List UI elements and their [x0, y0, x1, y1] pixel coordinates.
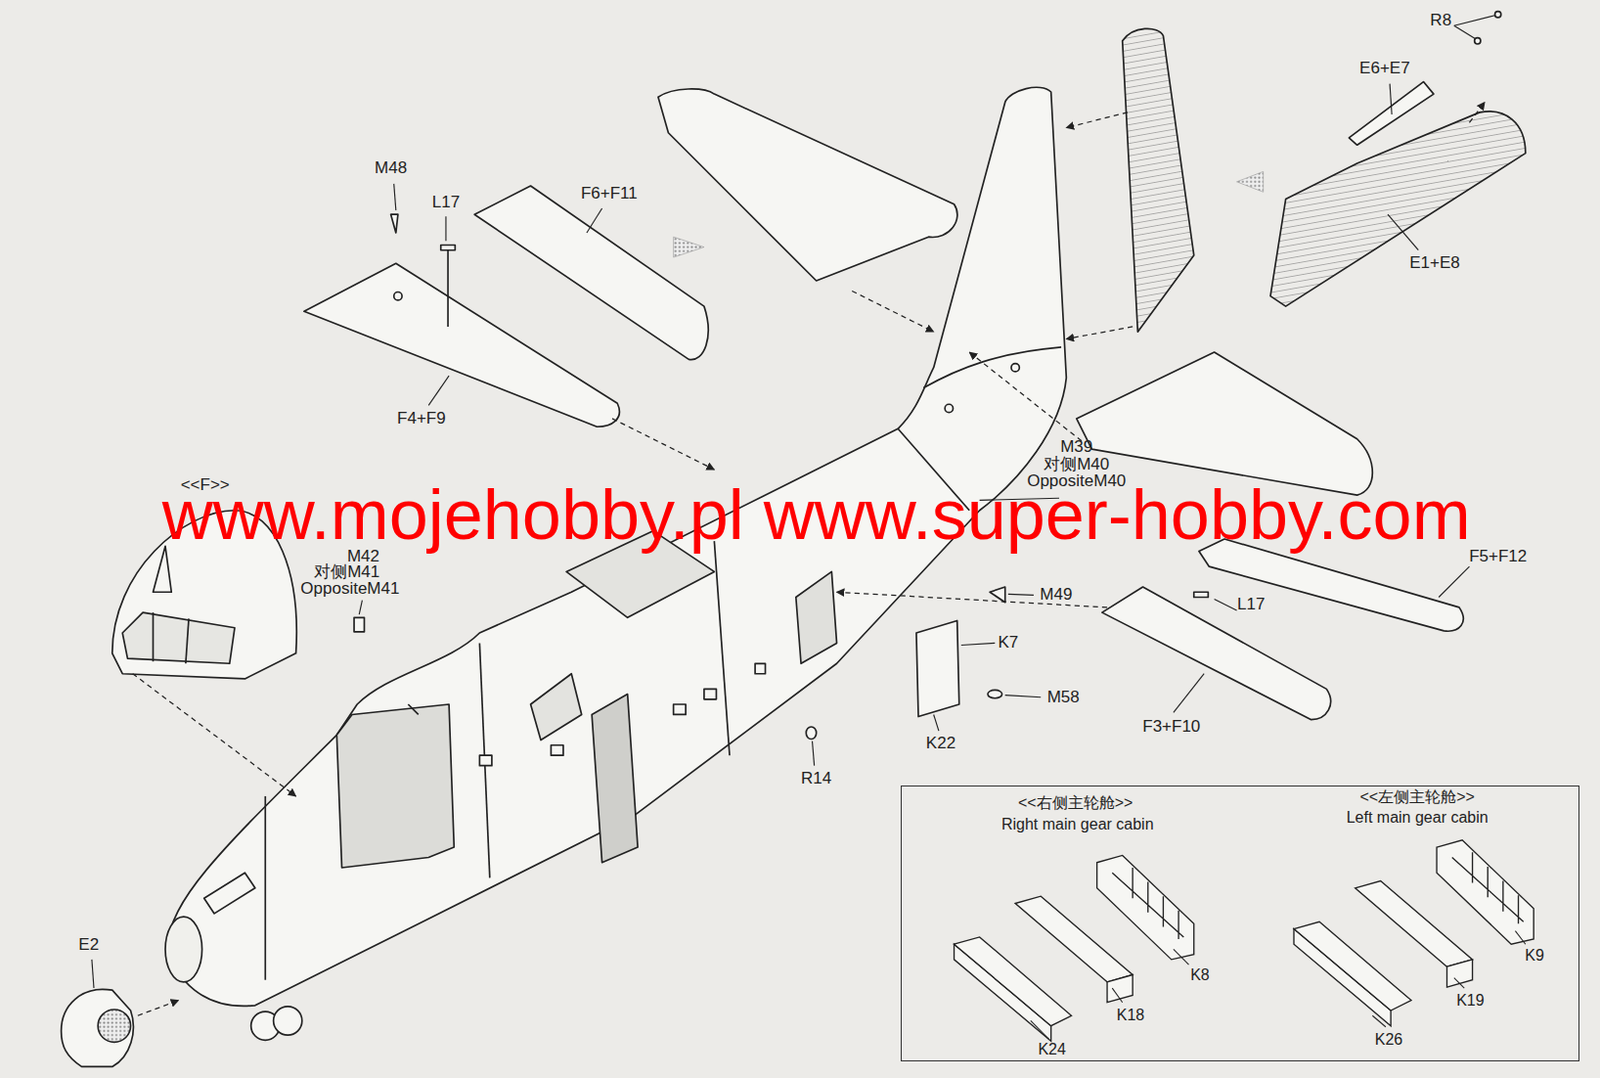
watermark: www.mojehobby.pl www.super-hobby.com	[162, 476, 1471, 554]
part-number: K22	[926, 733, 956, 753]
section-heading: <<左侧主轮舱>>	[1359, 788, 1474, 806]
part-number: E1+E8	[1409, 254, 1461, 273]
part-number: F5+F12	[1468, 546, 1527, 566]
part-number: L17	[1237, 594, 1265, 614]
inset-panel: <<右侧主轮舱>> Right main gear cabin <<左侧主轮舱>> L…	[900, 785, 1580, 1062]
section-heading: Right main gear cabin	[1001, 815, 1155, 834]
part-number: M58	[1047, 687, 1080, 707]
section-heading: Left main gear cabin	[1346, 808, 1489, 827]
part-number: K19	[1456, 992, 1484, 1011]
part-number: M49	[1039, 585, 1072, 605]
part-number: K18	[1116, 1006, 1145, 1024]
opposite-note: OppositeM41	[300, 579, 400, 599]
section-heading: <<右侧主轮舱>>	[1018, 794, 1133, 812]
opposite-note: 对侧M40	[1043, 454, 1110, 474]
part-number: M48	[374, 159, 407, 178]
part-number: K24	[1037, 1041, 1066, 1060]
part-number: R14	[800, 769, 832, 789]
part-number: L17	[432, 192, 460, 212]
part-number: F4+F9	[397, 408, 446, 428]
part-number: F6+F11	[580, 184, 638, 204]
part-number: E2	[78, 935, 99, 955]
part-number: F3+F10	[1142, 717, 1200, 737]
part-number: K7	[997, 633, 1019, 653]
part-number: M39	[1060, 438, 1093, 457]
part-number: K26	[1375, 1030, 1403, 1049]
part-number: K8	[1190, 967, 1210, 985]
part-number: R8	[1429, 11, 1452, 31]
part-number: K9	[1524, 946, 1545, 965]
part-number: E6+E7	[1359, 59, 1411, 79]
